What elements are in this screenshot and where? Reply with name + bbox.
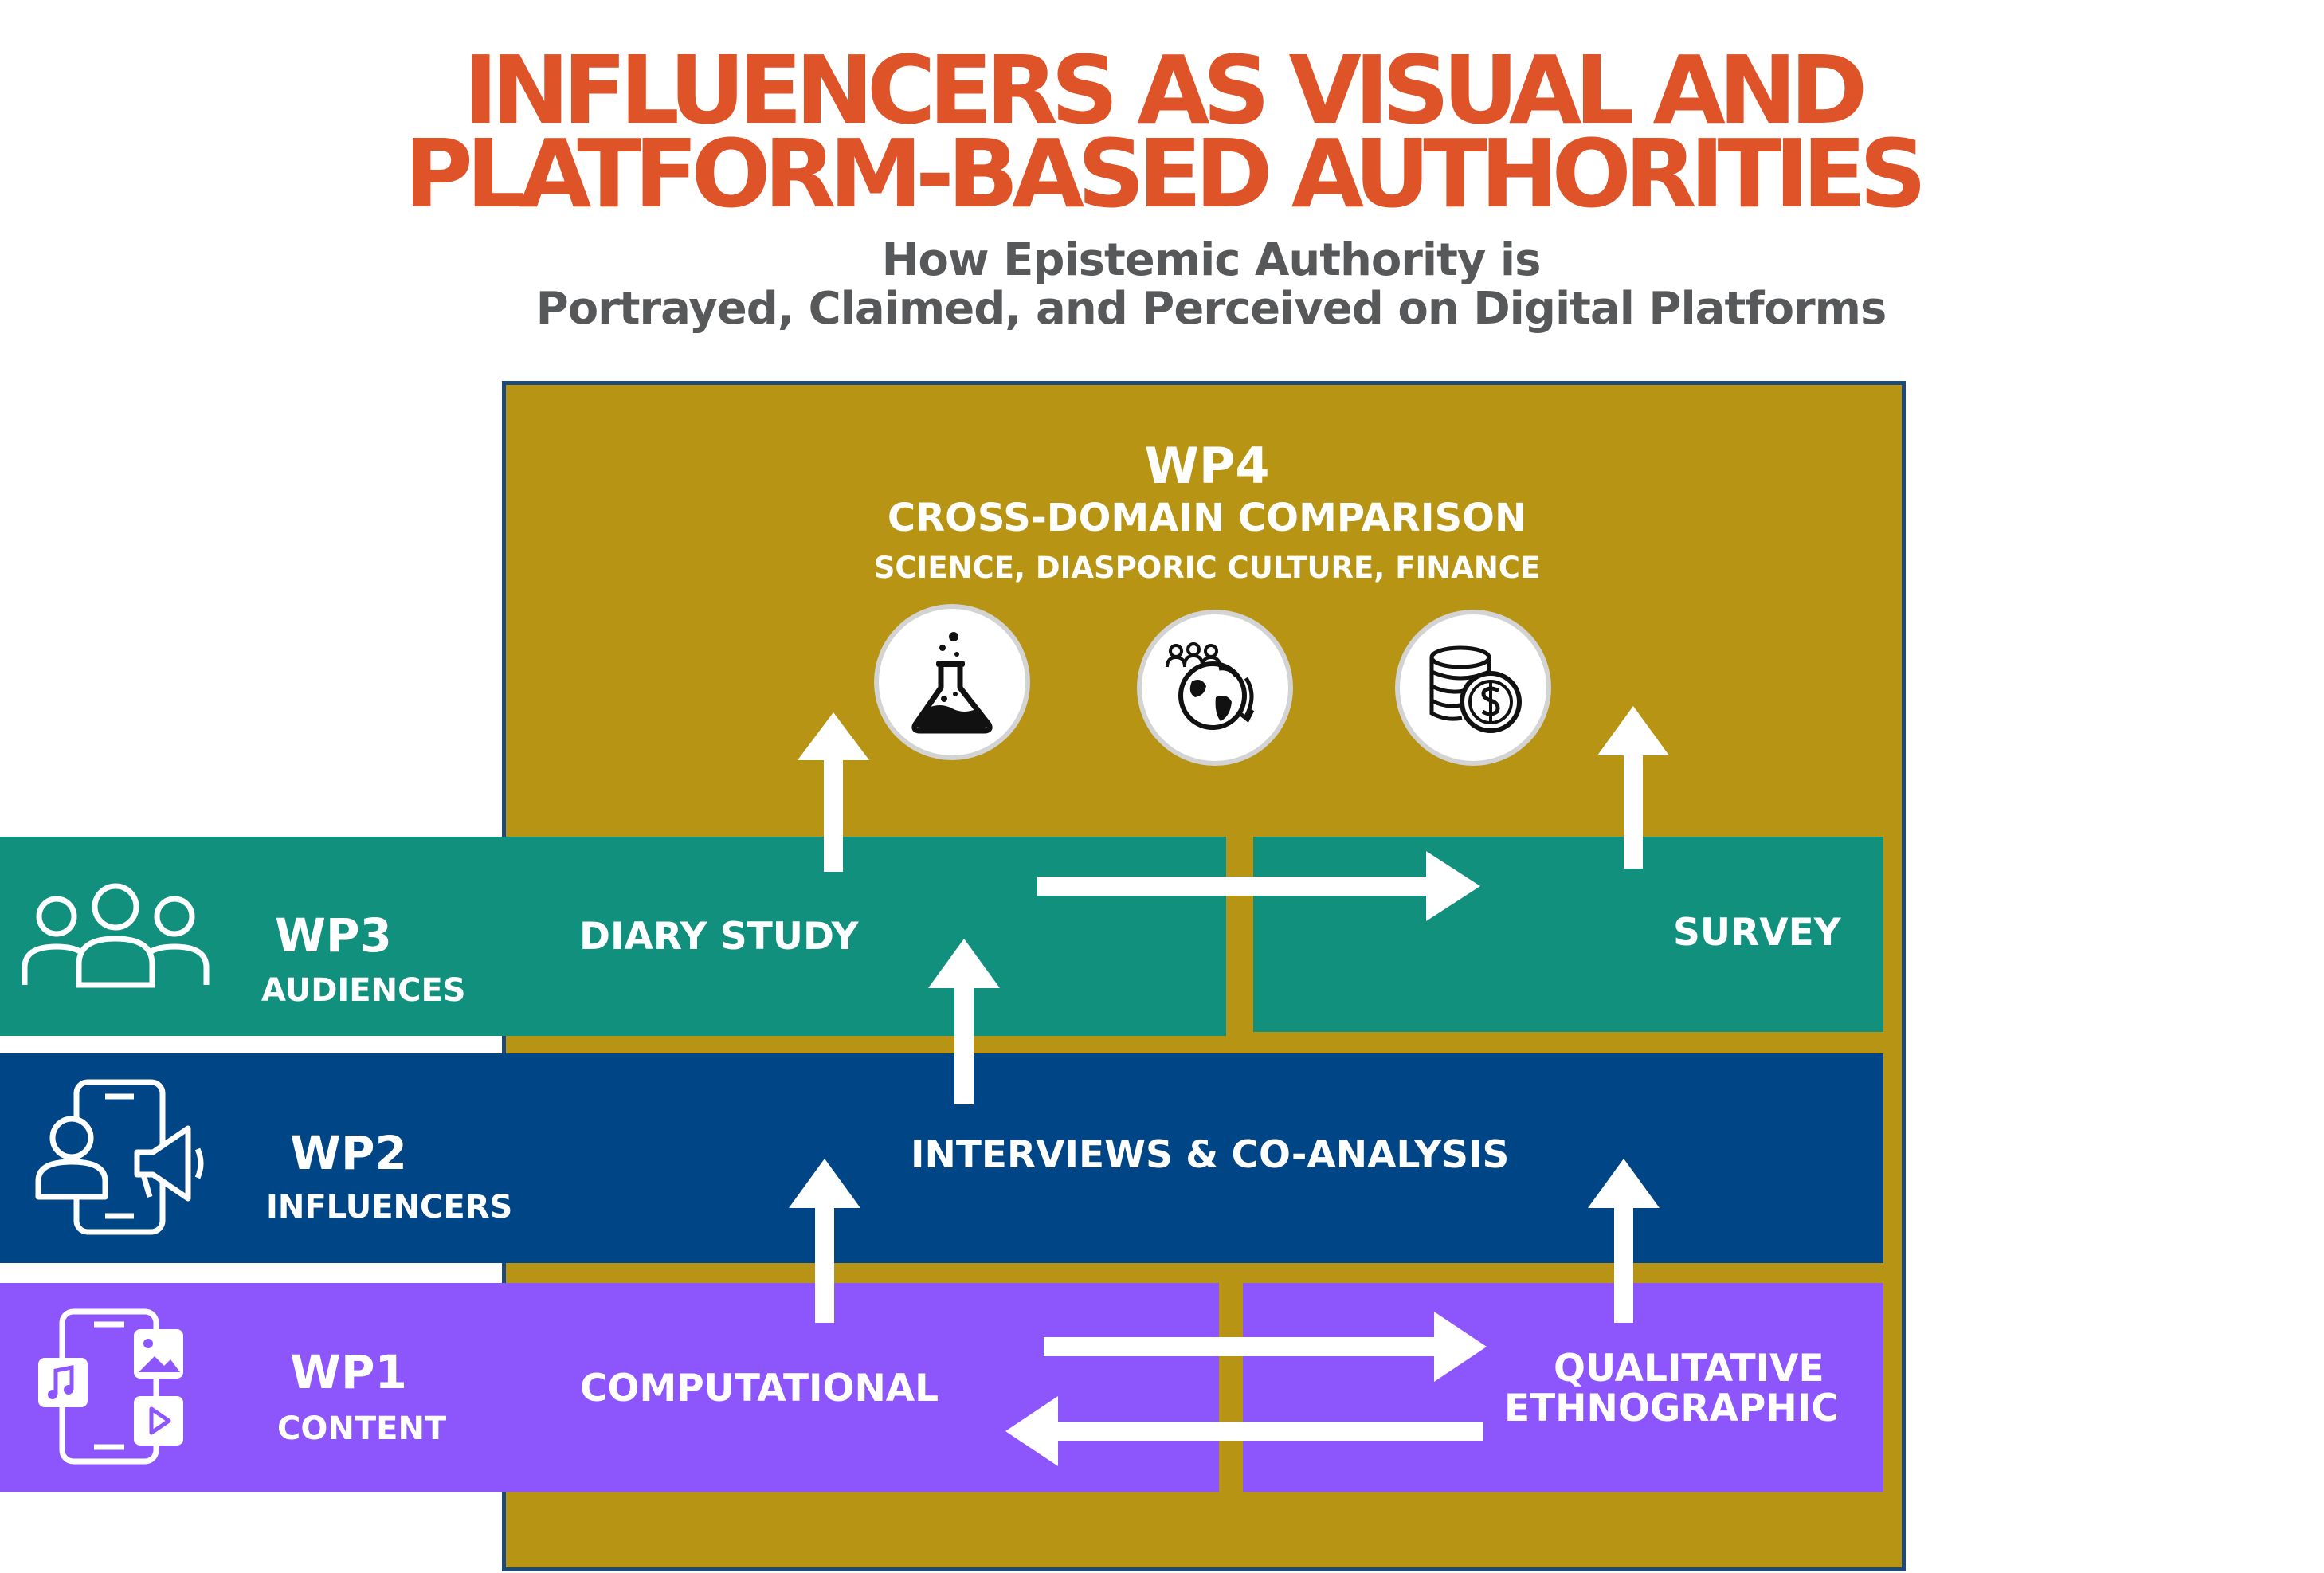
- wp3-band-right: [1253, 837, 1883, 1032]
- title-line-1: INFLUENCERS AS VISUAL AND: [463, 35, 1868, 145]
- wp4-label: WP4: [1144, 437, 1270, 495]
- phone-media-icon: [35, 1307, 202, 1466]
- wp3-label: WP3: [275, 908, 392, 963]
- arrow-right-computational-to-qualitative: [1044, 1312, 1487, 1382]
- globe-people-icon: [1163, 640, 1267, 736]
- wp1-band-left: [0, 1283, 1219, 1492]
- wp2-label: WP2: [290, 1126, 407, 1180]
- wp3-band-left: [0, 837, 1226, 1036]
- wp1-label: WP1: [290, 1345, 407, 1399]
- science-circle: [874, 604, 1030, 760]
- subtitle-line-1: How Epistemic Authority is: [881, 234, 1542, 286]
- wp2-sub: INFLUENCERS: [266, 1189, 513, 1226]
- wp1-method-qualitative: QUALITATIVE: [1554, 1347, 1824, 1391]
- arrow-up-diary-to-wp4: [798, 712, 869, 872]
- wp1-sub: CONTENT: [277, 1410, 447, 1447]
- subtitle-line-2: Portrayed, Claimed, and Perceived on Dig…: [535, 283, 1887, 335]
- arrow-left-qualitative-to-computational: [1005, 1396, 1483, 1466]
- arrow-up-computational-to-wp2: [789, 1159, 860, 1323]
- arrow-up-survey-to-wp4: [1597, 706, 1669, 869]
- wp2-method: INTERVIEWS & CO-ANALYSIS: [911, 1133, 1510, 1177]
- wp3-method-survey: SURVEY: [1673, 911, 1841, 955]
- coins-dollar-icon: [1424, 640, 1523, 736]
- wp3-method-diary: DIARY STUDY: [579, 915, 859, 959]
- wp1-band-right: [1243, 1283, 1883, 1492]
- wp3-sub: AUDIENCES: [261, 972, 466, 1009]
- people-group-icon: [20, 883, 211, 988]
- wp1-method-computational: COMPUTATIONAL: [580, 1367, 939, 1410]
- finance-circle: [1395, 610, 1551, 766]
- wp1-method-ethnographic: ETHNOGRAPHIC: [1504, 1387, 1839, 1430]
- title-line-2: PLATFORM-BASED AUTHORITIES: [404, 119, 1926, 229]
- arrow-up-qualitative-to-wp2: [1588, 1159, 1660, 1323]
- flask-icon: [904, 630, 1000, 734]
- diasporic-culture-circle: [1137, 610, 1293, 766]
- wp2-band: [0, 1053, 1883, 1263]
- wp4-domains: SCIENCE, DIASPORIC CULTURE, FINANCE: [873, 551, 1541, 585]
- phone-megaphone-icon: [32, 1077, 215, 1237]
- arrow-up-wp2-to-diary: [928, 939, 1000, 1104]
- wp4-title: CROSS-DOMAIN COMPARISON: [887, 496, 1527, 540]
- arrow-right-diary-to-survey: [1037, 851, 1480, 921]
